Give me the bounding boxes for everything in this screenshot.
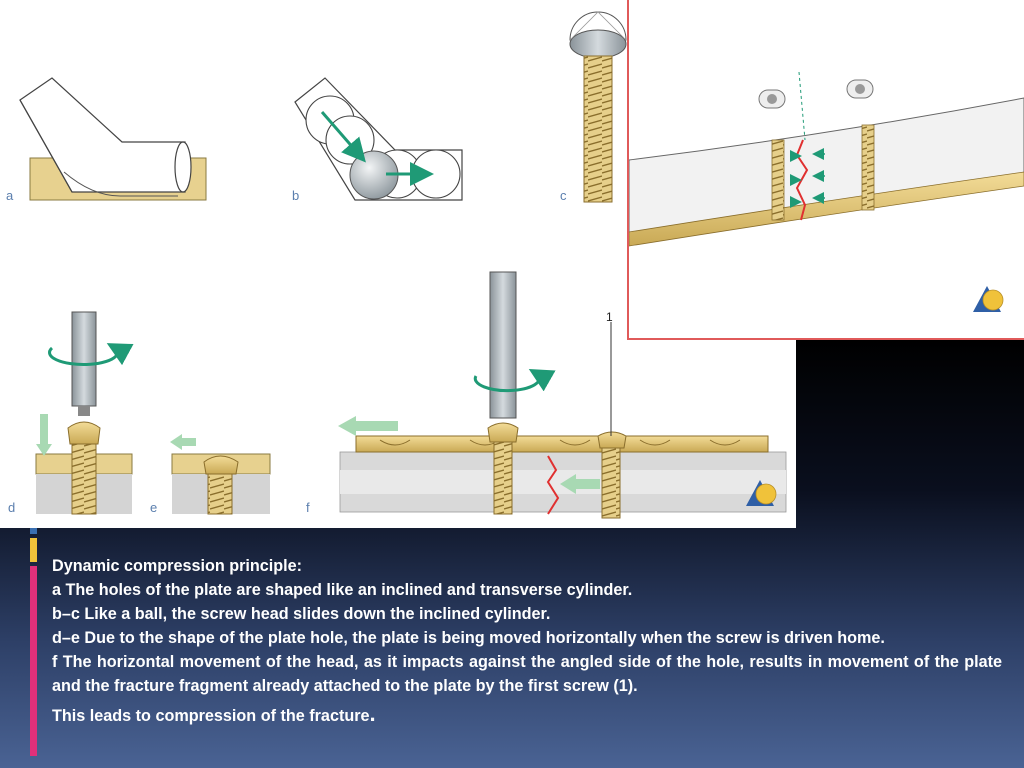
subfigure-e bbox=[170, 434, 271, 515]
inset-diagram bbox=[629, 71, 1024, 312]
subfigure-d bbox=[35, 311, 134, 515]
subfigure-a bbox=[19, 77, 207, 201]
label-c: c bbox=[560, 188, 567, 203]
caption-line-bc: b–c Like a ball, the screw head slides d… bbox=[52, 605, 551, 623]
accent-yellow bbox=[30, 538, 37, 562]
subfigure-f bbox=[338, 271, 787, 519]
accent-pink bbox=[30, 566, 37, 756]
accent-bar bbox=[30, 528, 37, 768]
compression-diagram bbox=[19, 11, 787, 519]
caption-line-de: d–e Due to the shape of the plate hole, … bbox=[52, 629, 885, 647]
caption: Dynamic compression principle: a The hol… bbox=[52, 554, 1002, 728]
subfigure-b bbox=[294, 77, 463, 201]
inset-panel bbox=[627, 0, 1024, 340]
accent-blue bbox=[30, 528, 37, 534]
subfigure-c bbox=[569, 11, 627, 203]
label-d: d bbox=[8, 500, 16, 515]
callout-label-1: 1 bbox=[606, 310, 613, 324]
label-e: e bbox=[150, 500, 158, 515]
caption-title: Dynamic compression principle: bbox=[52, 557, 303, 575]
caption-last-line: This leads to compression of the fractur… bbox=[52, 702, 1002, 728]
label-b: b bbox=[292, 188, 300, 203]
caption-last-period: . bbox=[369, 701, 376, 726]
caption-line-f: f The horizontal movement of the head, a… bbox=[52, 653, 1002, 695]
label-f: f bbox=[306, 500, 310, 515]
caption-last-text: This leads to compression of the fractur… bbox=[52, 707, 370, 725]
label-a: a bbox=[6, 188, 14, 203]
caption-line-a: a The holes of the plate are shaped like… bbox=[52, 581, 633, 599]
